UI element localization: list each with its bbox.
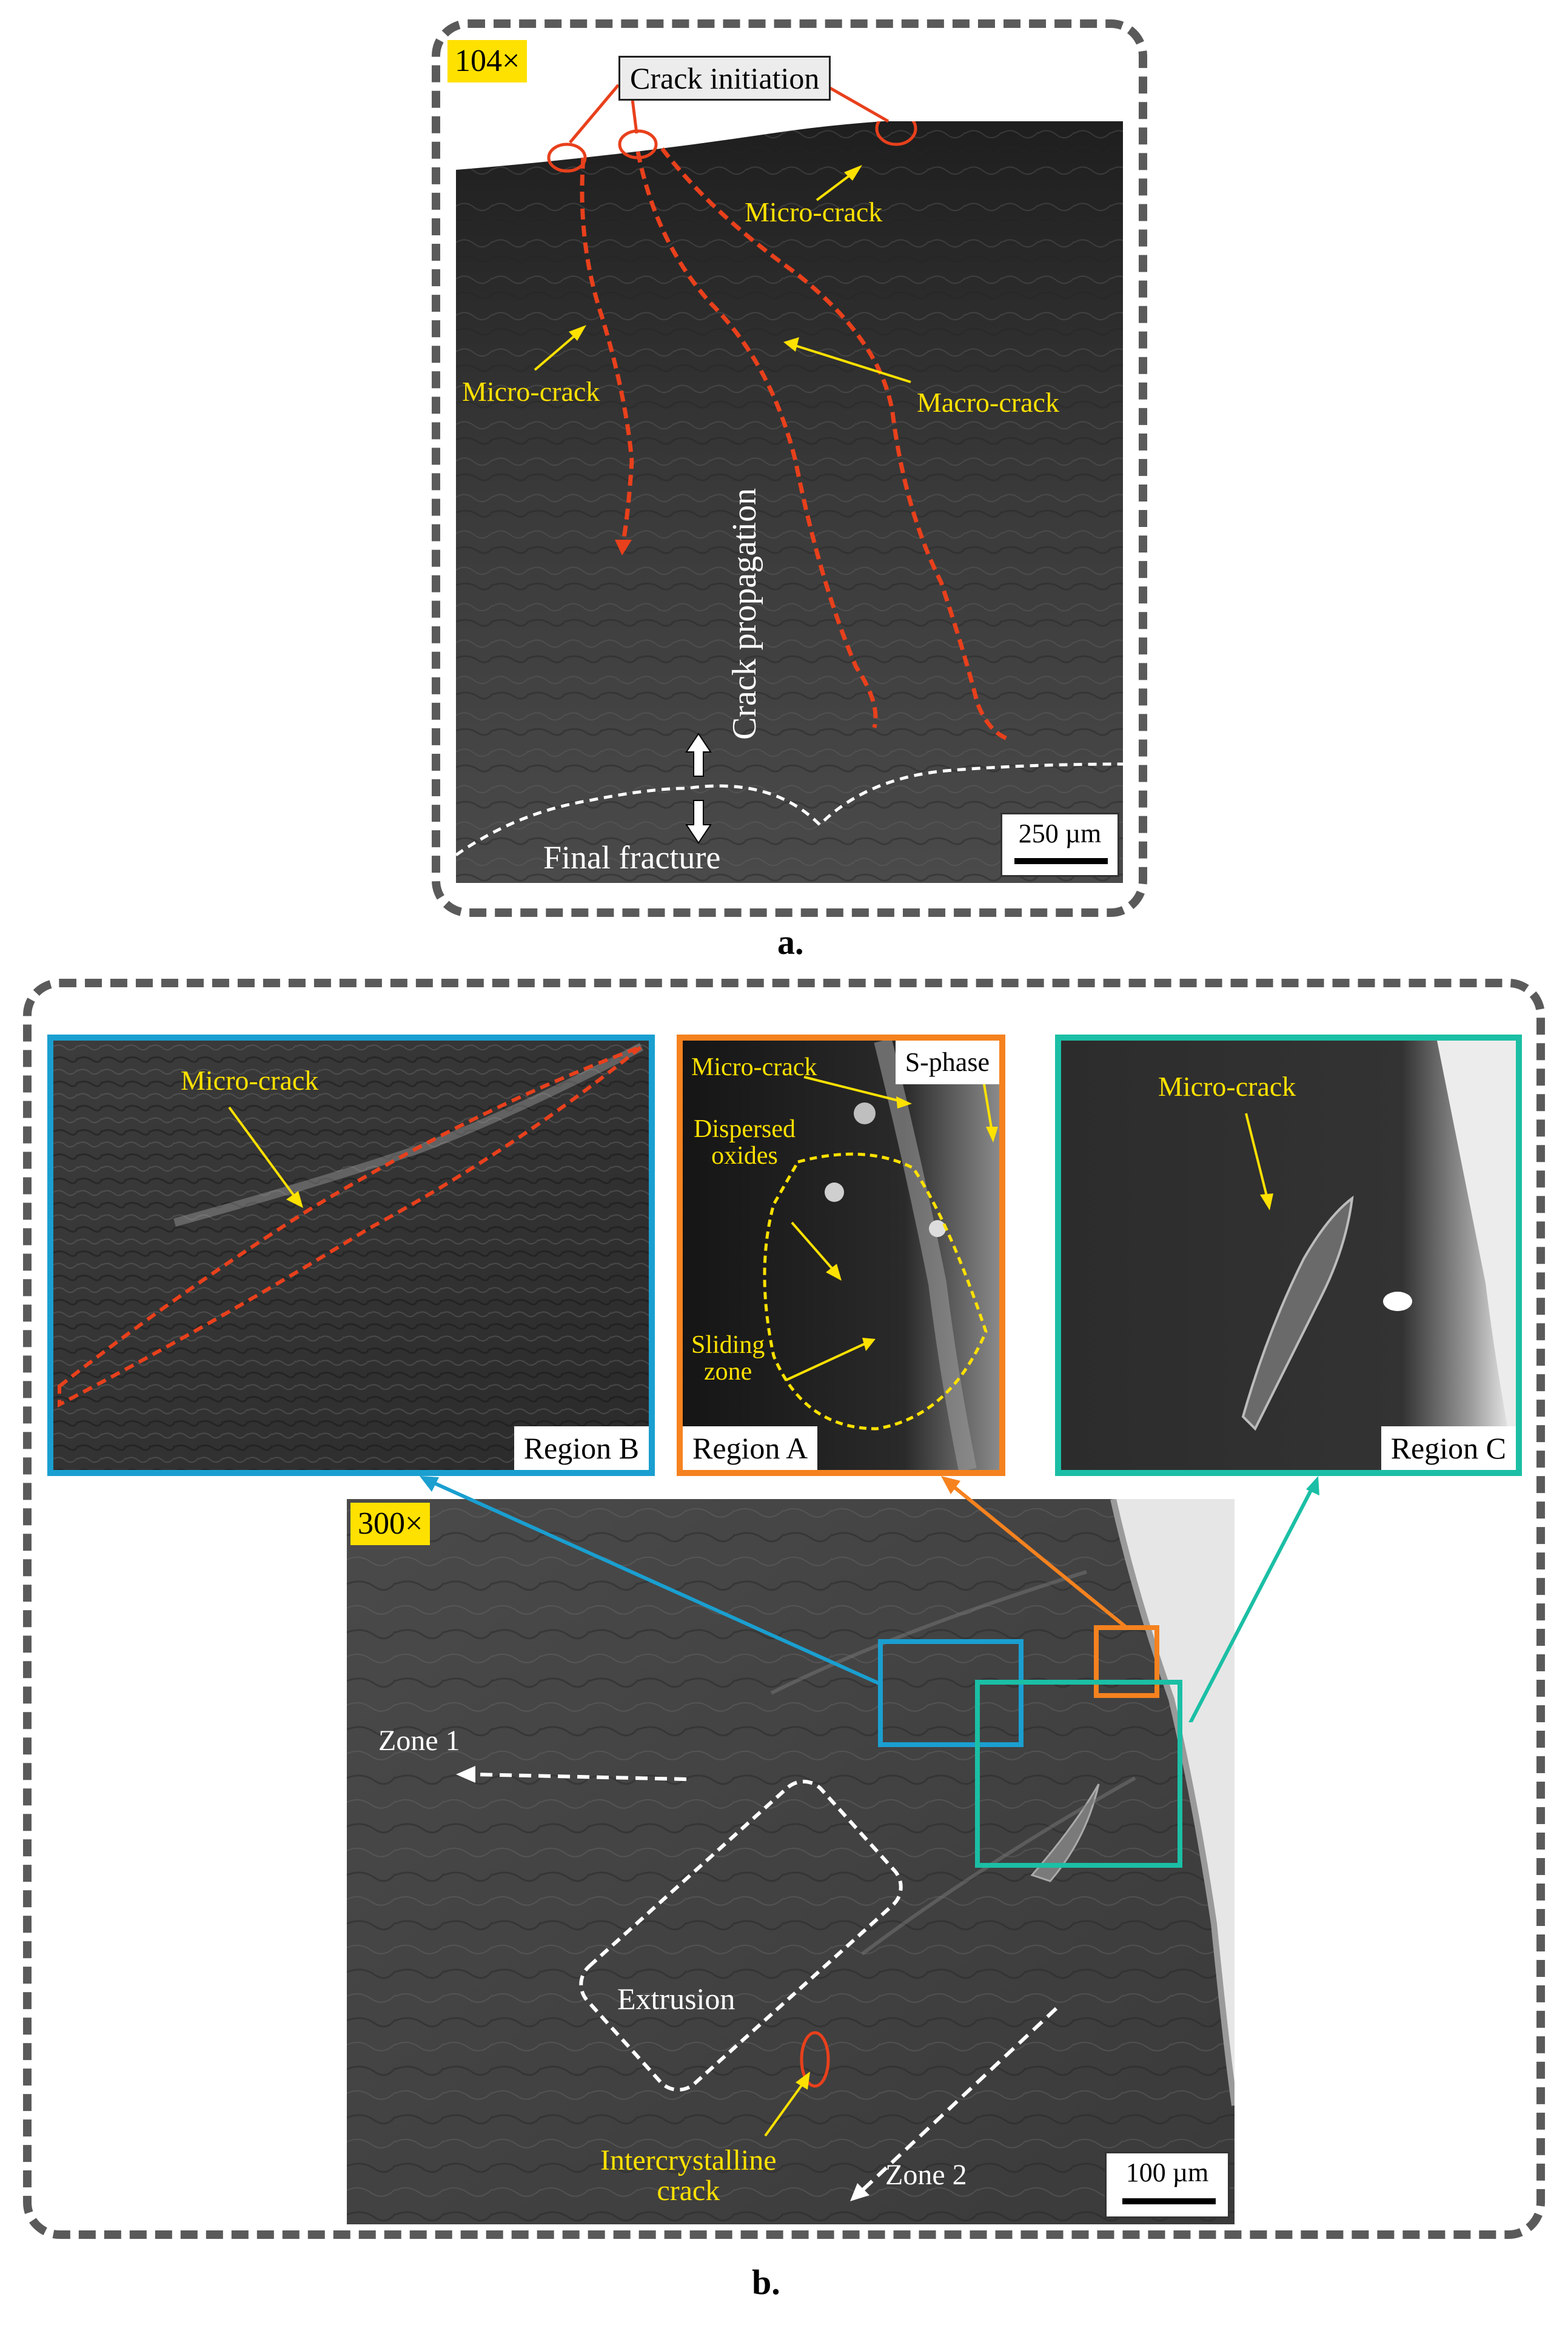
sliding-zone-outline xyxy=(763,1152,988,1431)
region-a-label: Region A xyxy=(683,1426,818,1470)
crack-initiation-label: Crack initiation xyxy=(618,56,831,101)
panel-b-magnification: 300× xyxy=(350,1503,431,1545)
panel-a-scale-bar xyxy=(1014,858,1108,864)
panel-b-frame xyxy=(23,979,1545,2239)
macro-crack-path-1 xyxy=(635,151,878,728)
panel-b-main-sem-image xyxy=(347,1499,1235,2224)
macro-crack-path-2 xyxy=(660,147,1012,742)
zone2-label: Zone 2 xyxy=(885,2159,967,2191)
intercrystalline-crack-label: Intercrystalline crack xyxy=(600,2144,777,2207)
region-c-label: Region C xyxy=(1381,1426,1516,1470)
panel-a-scale-box: 250 µm xyxy=(1000,813,1119,877)
panel-b-caption: b. xyxy=(752,2263,780,2302)
panel-a-frame xyxy=(432,19,1147,917)
micro-crack-path-left xyxy=(580,157,634,546)
region-b-micro-crack-label: Micro-crack xyxy=(181,1065,319,1096)
sliding-zone-label: Sliding zone xyxy=(691,1331,765,1386)
region-b-label: Region B xyxy=(514,1426,649,1470)
region-a-image: Micro-crack S-phase Dispersed oxides Sli… xyxy=(677,1035,1005,1476)
panel-a-sem-image xyxy=(456,121,1123,883)
micro-crack-top-label: Micro-crack xyxy=(745,196,883,227)
panel-a-caption: a. xyxy=(777,922,804,962)
panel-b-scale-bar xyxy=(1122,2198,1216,2204)
panel-a-scale-text: 250 µm xyxy=(1018,819,1102,848)
region-b-marker xyxy=(878,1639,1024,1747)
s-phase-label: S-phase xyxy=(895,1041,999,1084)
region-c-image: Micro-crack Region C xyxy=(1055,1035,1522,1476)
zone1-label: Zone 1 xyxy=(378,1725,460,1757)
crack-propagation-label: Crack propagation xyxy=(726,488,763,740)
panel-a-magnification: 104× xyxy=(447,40,528,82)
region-a-micro-crack-label: Micro-crack xyxy=(691,1053,817,1081)
region-c-micro-crack-label: Micro-crack xyxy=(1158,1071,1296,1102)
final-fracture-label: Final fracture xyxy=(543,839,721,876)
panel-b-scale-box: 100 µm xyxy=(1105,2152,1230,2218)
dispersed-oxides-label: Dispersed oxides xyxy=(694,1115,796,1170)
macro-crack-label: Macro-crack xyxy=(917,387,1059,418)
panel-a-yellow-arrows xyxy=(534,165,911,383)
extrusion-outline xyxy=(579,1779,903,2092)
region-b-image: Micro-crack Region B xyxy=(47,1035,655,1476)
region-connector-lines xyxy=(420,1476,1319,1722)
panel-b-scale-text: 100 µm xyxy=(1125,2158,1209,2187)
region-b-crack-outline xyxy=(58,1045,643,1407)
extrusion-label: Extrusion xyxy=(617,1982,735,2016)
micro-crack-left-label: Micro-crack xyxy=(462,376,600,407)
region-c-crack-shape xyxy=(1241,1195,1354,1431)
region-c-marker xyxy=(975,1680,1182,1868)
